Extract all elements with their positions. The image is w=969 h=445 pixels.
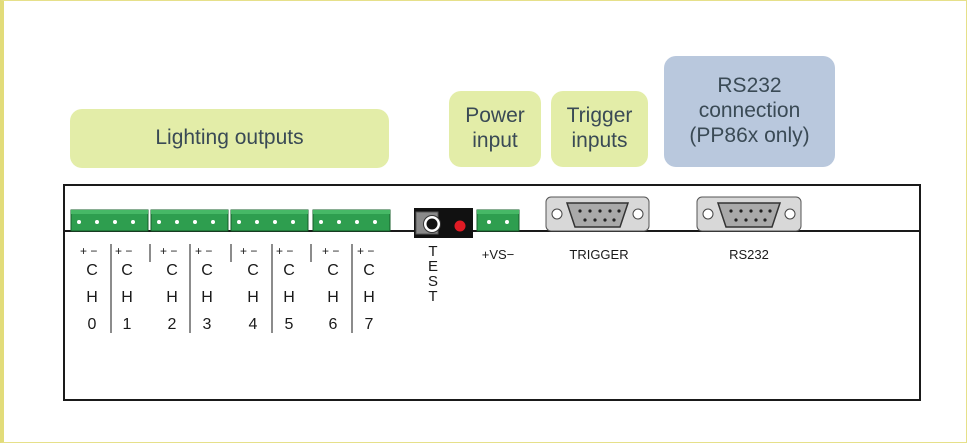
power-input-label: Power input: [465, 104, 525, 152]
ch6-letter-h: H: [327, 289, 339, 306]
ch0-letter-h: H: [86, 289, 98, 306]
ch1-polarity: + −: [115, 244, 132, 258]
ch7-polarity: + −: [357, 244, 374, 258]
test-button-block: [414, 208, 473, 238]
ch2-letter-h: H: [166, 289, 178, 306]
ch0-letter-c: C: [86, 262, 98, 279]
ch4-letter-c: C: [247, 262, 259, 279]
ch4-number: 4: [249, 316, 258, 333]
ch7-letter-h: H: [363, 289, 375, 306]
ch6-letter-c: C: [327, 262, 339, 279]
ch5-number: 5: [285, 316, 294, 333]
ch7-number: 7: [365, 316, 374, 333]
ch2-number: 2: [168, 316, 177, 333]
rs232-db9-connector: [696, 196, 802, 232]
ch3-letter-h: H: [201, 289, 213, 306]
ch6-number: 6: [329, 316, 338, 333]
ch2-letter-c: C: [166, 262, 178, 279]
ch5-polarity: + −: [276, 244, 293, 258]
ch3-letter-c: C: [201, 262, 213, 279]
power-terminal-block: [476, 209, 520, 232]
channel-name-labels: C H 0 C H 1 C H 2 C H 3 C H 4 C H 5 C H …: [86, 262, 375, 333]
ch1-letter-c: C: [121, 262, 133, 279]
test-letter-e: E: [428, 258, 438, 275]
lighting-outputs-label: Lighting outputs: [155, 126, 304, 150]
test-letter-s: S: [428, 273, 438, 290]
ch6-polarity: + −: [322, 244, 339, 258]
ch5-letter-h: H: [283, 289, 295, 306]
ch7-letter-c: C: [363, 262, 375, 279]
test-letter-t2: T: [428, 288, 437, 305]
ch3-number: 3: [203, 316, 212, 333]
ch1-letter-h: H: [121, 289, 133, 306]
trigger-inputs-label: Trigger inputs: [566, 104, 633, 152]
rs232-connection-label: RS232 connection (PP86x only): [689, 74, 810, 147]
lighting-outputs-callout: Lighting outputs: [70, 109, 389, 168]
channel-separators: [110, 244, 353, 333]
power-input-callout: Power input: [449, 91, 541, 167]
terminal-block-ch4-5: [230, 209, 309, 232]
ch5-letter-c: C: [283, 262, 295, 279]
ch0-number: 0: [88, 316, 97, 333]
ch4-letter-h: H: [247, 289, 259, 306]
power-terminal-label: +VS−: [482, 247, 515, 262]
rs232-connection-callout: RS232 connection (PP86x only): [664, 56, 835, 167]
channel-polarity-labels: + − + − + − + − + − + − + − + −: [80, 244, 374, 258]
terminal-block-ch2-3: [150, 209, 229, 232]
lighting-terminal-blocks: [70, 209, 391, 232]
ch3-polarity: + −: [195, 244, 212, 258]
ch4-polarity: + −: [240, 244, 257, 258]
ch1-number: 1: [123, 316, 132, 333]
ch2-polarity: + −: [160, 244, 177, 258]
trigger-connector-label: TRIGGER: [569, 247, 628, 262]
terminal-block-ch0-1: [70, 209, 149, 232]
terminal-block-ch6-7: [312, 209, 391, 232]
test-letter-t1: T: [428, 243, 437, 260]
test-label: T E S T: [428, 243, 438, 305]
trigger-db9-connector: [545, 196, 650, 232]
test-led-icon: [454, 220, 466, 232]
ch0-polarity: + −: [80, 244, 97, 258]
rs232-connector-label: RS232: [729, 247, 769, 262]
trigger-inputs-callout: Trigger inputs: [551, 91, 648, 167]
